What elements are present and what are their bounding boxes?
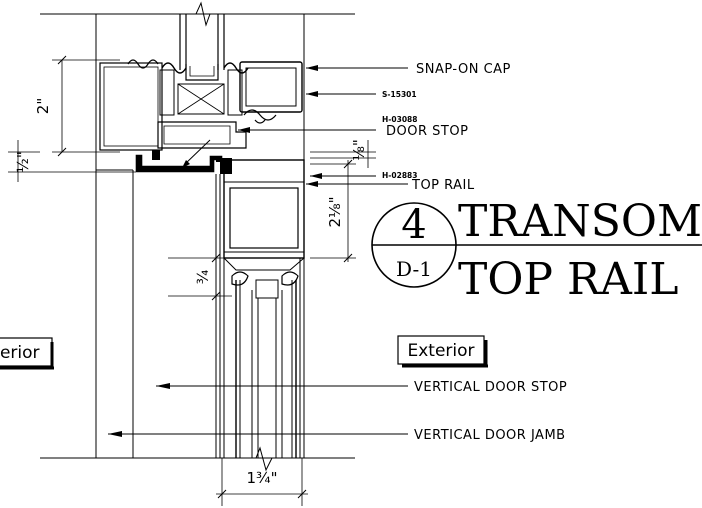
dim-eighth-inch: ⅛": [350, 139, 368, 160]
exterior-left-label: Exterior: [0, 343, 40, 363]
dim-2-inch: 2": [34, 98, 52, 114]
detail-sheet-ref: D-1: [396, 257, 432, 281]
top-rail-profile: [216, 158, 305, 299]
detail-title-line-2: TOP RAIL: [458, 254, 679, 305]
detail-number: 4: [401, 202, 426, 248]
dim-1-3-4-inch: 1¾": [247, 469, 278, 487]
dim-half-inch: ½": [14, 151, 32, 172]
dim-3-4: ¾: [194, 269, 212, 284]
exterior-tag-right: Exterior: [397, 335, 488, 368]
snap-on-cap-label: SNAP-ON CAP: [416, 62, 511, 77]
door-stop-profile: [135, 139, 223, 173]
vertical-door-stop-label: VERTICAL DOOR STOP: [414, 380, 567, 395]
dim-2-1-8-inch: 2⅛": [326, 197, 344, 228]
h-03088-label: H-03088: [382, 115, 417, 124]
exterior-tag-left: Exterior: [0, 337, 54, 370]
h-02883-label: H-02883: [382, 171, 417, 180]
dimension-lines: [8, 55, 376, 506]
top-rail-label: TOP RAIL: [411, 178, 475, 193]
vertical-stiles: [215, 174, 301, 472]
transom-frame: [99, 59, 303, 151]
detail-title-line-1: TRANSOM: [458, 196, 702, 247]
vertical-door-jamb-label: VERTICAL DOOR JAMB: [414, 428, 566, 443]
detail-tag: 4 D-1 TRANSOM TOP RAIL: [371, 196, 702, 305]
s-15301-label: S-15301: [382, 90, 417, 99]
wall-outline: [40, 13, 355, 459]
door-stop-label: DOOR STOP: [386, 124, 468, 139]
transom-glass: [176, 1, 228, 70]
exterior-right-label: Exterior: [407, 341, 474, 361]
leader-lines: [108, 65, 408, 437]
